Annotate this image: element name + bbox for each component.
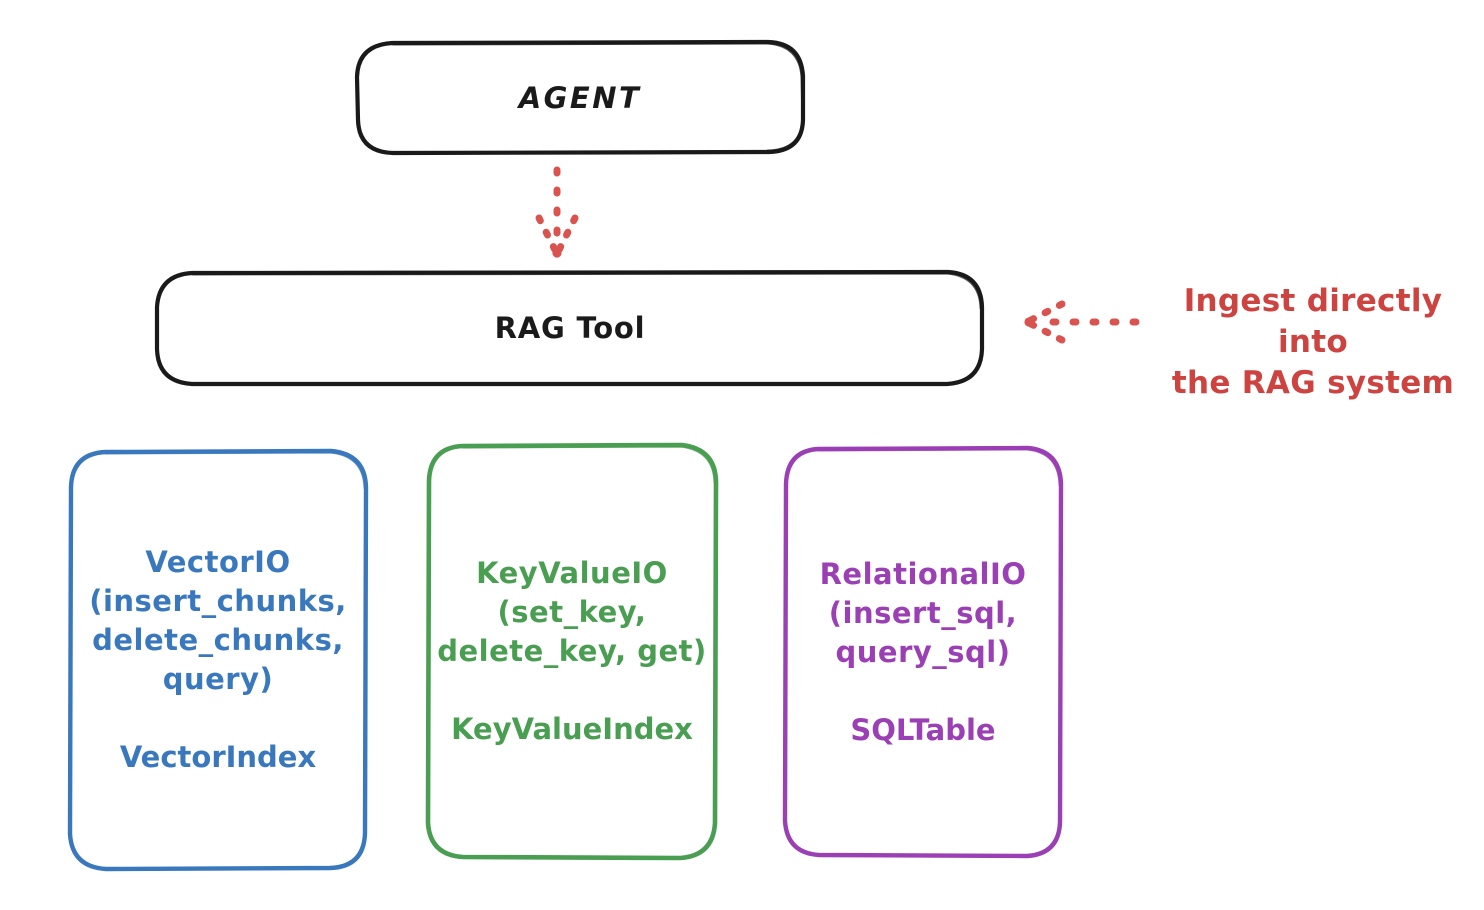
vectorio-node-label: VectorIO (insert_chunks, delete_chunks, … xyxy=(89,545,347,696)
rag-tool-node-label: RAG Tool xyxy=(494,311,646,345)
agent-node-label: AGENT xyxy=(518,80,642,115)
relationalio-box-outline-overstroke xyxy=(817,447,1062,487)
relationalio-node-sublabel: SQLTable xyxy=(850,712,996,747)
keyvalueio-node[interactable]: KeyValueIO (set_key, delete_key, get) Ke… xyxy=(428,445,716,858)
vectorio-box-outline-overstroke xyxy=(104,450,367,490)
agent-box-outline-overstroke xyxy=(391,41,805,153)
rag-tool-node[interactable]: RAG Tool xyxy=(157,272,983,384)
relationalio-node-label: RelationalIO (insert_sql, query_sql) xyxy=(819,556,1027,669)
ingest-to-rag-connector xyxy=(1024,300,1140,344)
agent-node[interactable]: AGENT xyxy=(357,42,803,153)
rag-tool-box-outline-overstroke xyxy=(191,271,983,310)
keyvalueio-box-outline-overstroke xyxy=(461,444,717,484)
keyvalueio-node-label: KeyValueIO (set_key, delete_key, get) xyxy=(437,556,707,668)
vectorio-node-sublabel: VectorIndex xyxy=(119,740,317,774)
ingest-annotation-text: Ingest directly into the RAG system xyxy=(1171,283,1455,401)
keyvalueio-node-sublabel: KeyValueIndex xyxy=(451,712,693,746)
vectorio-node[interactable]: VectorIO (insert_chunks, delete_chunks, … xyxy=(70,451,366,869)
agent-to-rag-connector xyxy=(535,166,579,258)
relationalio-node[interactable]: RelationalIO (insert_sql, query_sql) SQL… xyxy=(785,448,1061,856)
